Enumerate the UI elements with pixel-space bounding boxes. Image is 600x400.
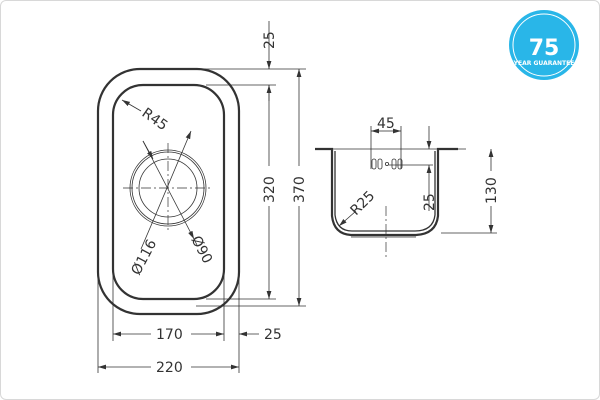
plan-view: Ø116 Ø90 R45 25 320 370 170 25 xyxy=(96,21,308,376)
corner-radius-label: R45 xyxy=(139,105,171,134)
badge-label: YEAR GUARANTEE xyxy=(513,60,575,67)
sink-outer-outline xyxy=(96,67,241,316)
top-margin-label: 25 xyxy=(262,31,278,49)
overflow-slots-icon xyxy=(371,158,403,170)
bowl-inner-outline xyxy=(111,83,226,301)
inner-width-label: 170 xyxy=(156,327,183,343)
radius-leader xyxy=(121,99,142,112)
badge-number: 75 xyxy=(529,36,560,61)
drain-outer-diameter-label: Ø116 xyxy=(128,237,160,278)
inner-length-label: 320 xyxy=(262,176,278,203)
section-view: 45 25 130 R25 xyxy=(315,116,500,259)
side-margin-label: 25 xyxy=(264,327,282,343)
drain-inner-diameter-label: Ø90 xyxy=(187,233,215,266)
drain-outer-leader-top xyxy=(152,130,192,222)
outer-width-label: 220 xyxy=(156,360,183,376)
bowl-section-outline xyxy=(315,147,458,237)
guarantee-badge: 75 YEAR GUARANTEE xyxy=(509,10,579,80)
drain-icon xyxy=(123,143,213,233)
depth-label: 130 xyxy=(484,177,500,204)
overflow-spacing-label: 45 xyxy=(377,116,395,132)
outer-length-label: 370 xyxy=(292,176,308,203)
overflow-height-label: 25 xyxy=(422,193,438,211)
bottom-radius-leader xyxy=(338,210,357,227)
